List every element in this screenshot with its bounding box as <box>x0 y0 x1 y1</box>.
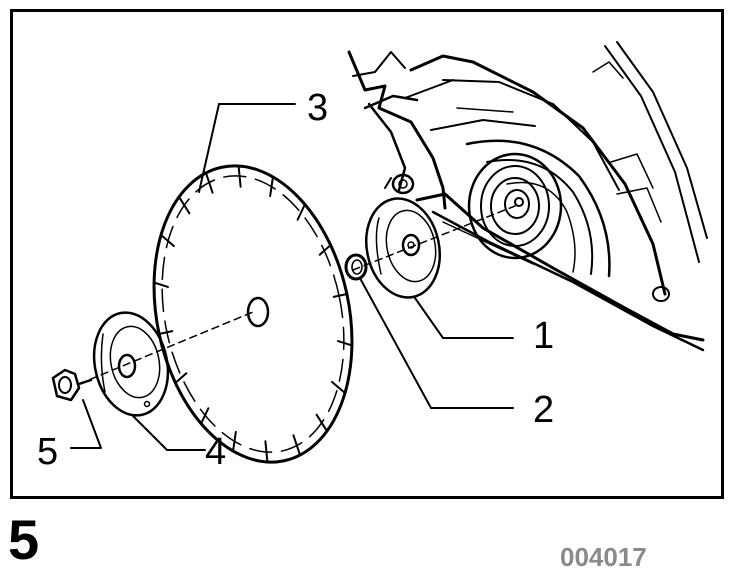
figure-code: 004017 <box>560 542 647 572</box>
callout-2: 2 <box>533 389 554 431</box>
leader-lines <box>70 103 514 451</box>
blade-gullet <box>160 233 175 248</box>
blade-gullet <box>318 244 332 256</box>
blade-gullet <box>200 407 210 425</box>
blade-gullet <box>269 175 274 198</box>
inner-flange <box>365 197 441 299</box>
diamond-blade <box>152 164 354 464</box>
blade-gullet <box>153 281 169 288</box>
blade-gullet <box>158 330 174 335</box>
blade-gullet <box>232 430 237 453</box>
blade-gullet <box>237 165 242 188</box>
blade-gullet <box>264 440 269 463</box>
callout-1: 1 <box>533 315 554 357</box>
blade-gullet <box>178 195 191 215</box>
blade-gullet <box>331 380 346 395</box>
callout-5: 5 <box>37 431 58 473</box>
ring-spring <box>344 253 368 281</box>
mounting-axis-line <box>78 205 516 385</box>
callout-4: 4 <box>205 431 226 473</box>
blade-gullet <box>337 340 353 347</box>
blade-gullet <box>174 372 188 384</box>
exploded-view-illustration: 1 2 3 4 5 <box>37 41 708 473</box>
figure-number: 5 <box>8 508 40 571</box>
callout-3: 3 <box>307 87 328 129</box>
blade-gullet <box>315 413 328 433</box>
blade-gullet <box>292 434 302 457</box>
blade-gullet <box>296 203 306 221</box>
blade-gullet <box>204 171 214 194</box>
blade-gullet <box>332 293 348 298</box>
diagram-frame: 1 2 3 4 5 <box>10 9 724 499</box>
hex-bolt <box>51 368 93 402</box>
saw-body <box>347 41 708 352</box>
outer-flange <box>92 311 170 417</box>
